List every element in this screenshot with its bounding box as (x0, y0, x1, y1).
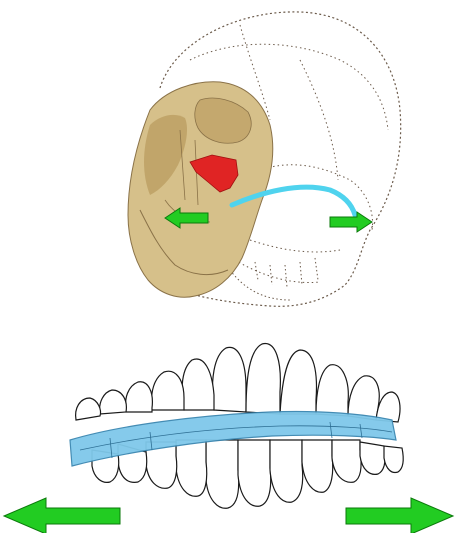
skull-arrow-right (330, 212, 372, 232)
bottom-arrow-left (4, 498, 120, 533)
skull-outline-icon (128, 12, 401, 306)
bottom-arrow-right (346, 498, 453, 533)
